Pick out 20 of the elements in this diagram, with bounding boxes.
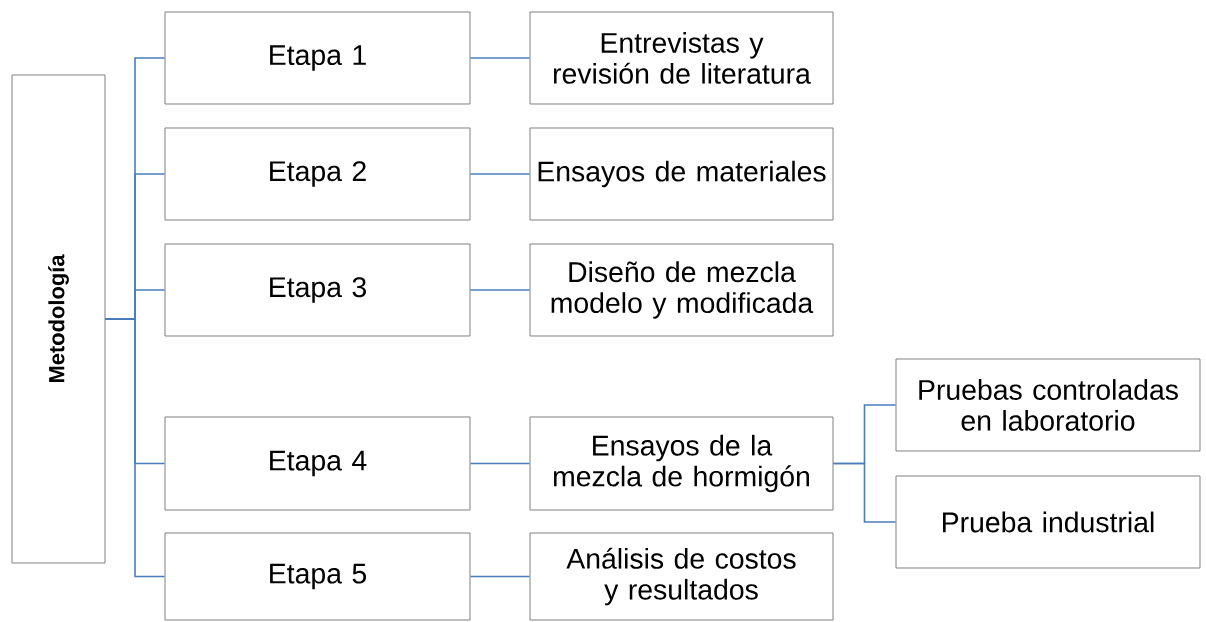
process-box: Prueba industrial: [895, 475, 1201, 569]
vertical-title-box: Metodología: [11, 74, 106, 564]
connector-line: [469, 57, 531, 59]
process-box: Diseño de mezcla modelo y modificada: [529, 243, 834, 337]
connector-line: [469, 173, 531, 175]
connector-line: [832, 462, 897, 523]
connector-line: [469, 289, 531, 291]
process-box: Ensayos de materiales: [529, 127, 834, 221]
process-box: Pruebas controladas en laboratorio: [895, 358, 1201, 452]
process-box: Análisis de costos y resultados: [529, 532, 834, 621]
process-box: Etapa 3: [164, 243, 471, 337]
process-box: Ensayos de la mezcla de hormigón: [529, 416, 834, 511]
connector-line: [469, 462, 531, 465]
process-box: Etapa 2: [164, 127, 471, 221]
connector-line: [469, 575, 531, 578]
process-box: Etapa 1: [164, 11, 471, 105]
connector-line: [104, 318, 166, 578]
process-box: Etapa 5: [164, 532, 471, 621]
process-box: Etapa 4: [164, 416, 471, 511]
process-box: Entrevistas y revisión de literatura: [529, 11, 834, 105]
